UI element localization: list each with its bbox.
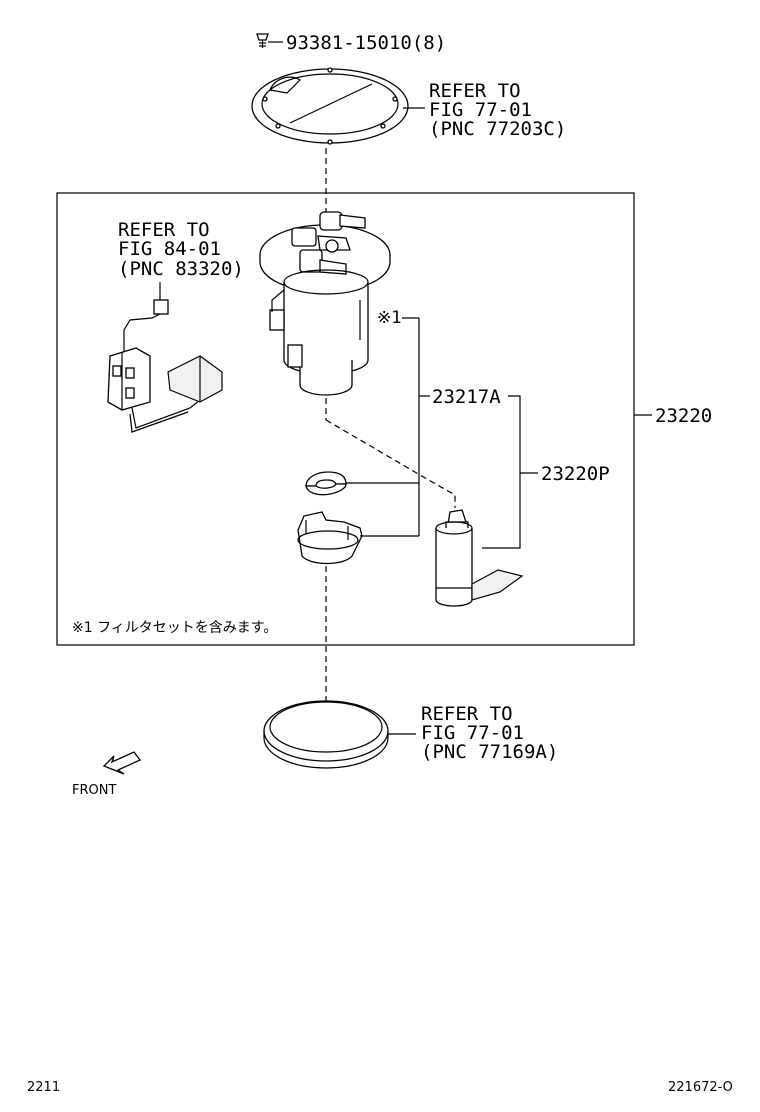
note-mark-label: ※1 bbox=[377, 308, 401, 328]
assembly-part-label: 23220 bbox=[655, 405, 712, 427]
assembly-frame bbox=[56, 192, 635, 646]
footer-left-code: 2211 bbox=[27, 1080, 60, 1095]
note-text: ※1 フィルタセットを含みます。 bbox=[72, 620, 277, 636]
front-arrow-icon bbox=[102, 751, 142, 775]
top-plate-icon bbox=[251, 67, 409, 145]
fuel-pump-assembly-icon bbox=[259, 211, 391, 396]
filter-part-label: 23217A bbox=[432, 386, 501, 408]
ref-left-line2: FIG 84-01 bbox=[118, 238, 221, 260]
pump-part-label: 23220P bbox=[541, 463, 610, 485]
front-label: FRONT bbox=[72, 783, 116, 798]
bolt-icon bbox=[256, 33, 269, 48]
ref-bottom-line3: (PNC 77169A) bbox=[421, 741, 558, 763]
ref-bottom-line2: FIG 77-01 bbox=[421, 722, 524, 744]
fuel-pump-icon bbox=[435, 509, 524, 607]
ref-left-line3: (PNC 83320) bbox=[118, 258, 244, 280]
bolt-part-label: 93381-15010(8) bbox=[286, 32, 446, 54]
bottom-gasket-icon bbox=[263, 700, 389, 769]
ref-top-line1: REFER TO bbox=[429, 80, 521, 102]
strainer-cup-icon bbox=[297, 511, 363, 565]
ref-left-line1: REFER TO bbox=[118, 219, 210, 241]
ref-top-line2: FIG 77-01 bbox=[429, 99, 532, 121]
ref-top-line3: (PNC 77203C) bbox=[429, 118, 566, 140]
sender-gauge-icon bbox=[107, 299, 223, 433]
alignment-dash-diagonal bbox=[325, 419, 456, 508]
footer-right-code: 221672-O bbox=[668, 1080, 733, 1095]
retainer-ring-icon bbox=[305, 471, 347, 496]
ref-bottom-line1: REFER TO bbox=[421, 703, 513, 725]
pump-bracket bbox=[482, 395, 521, 549]
